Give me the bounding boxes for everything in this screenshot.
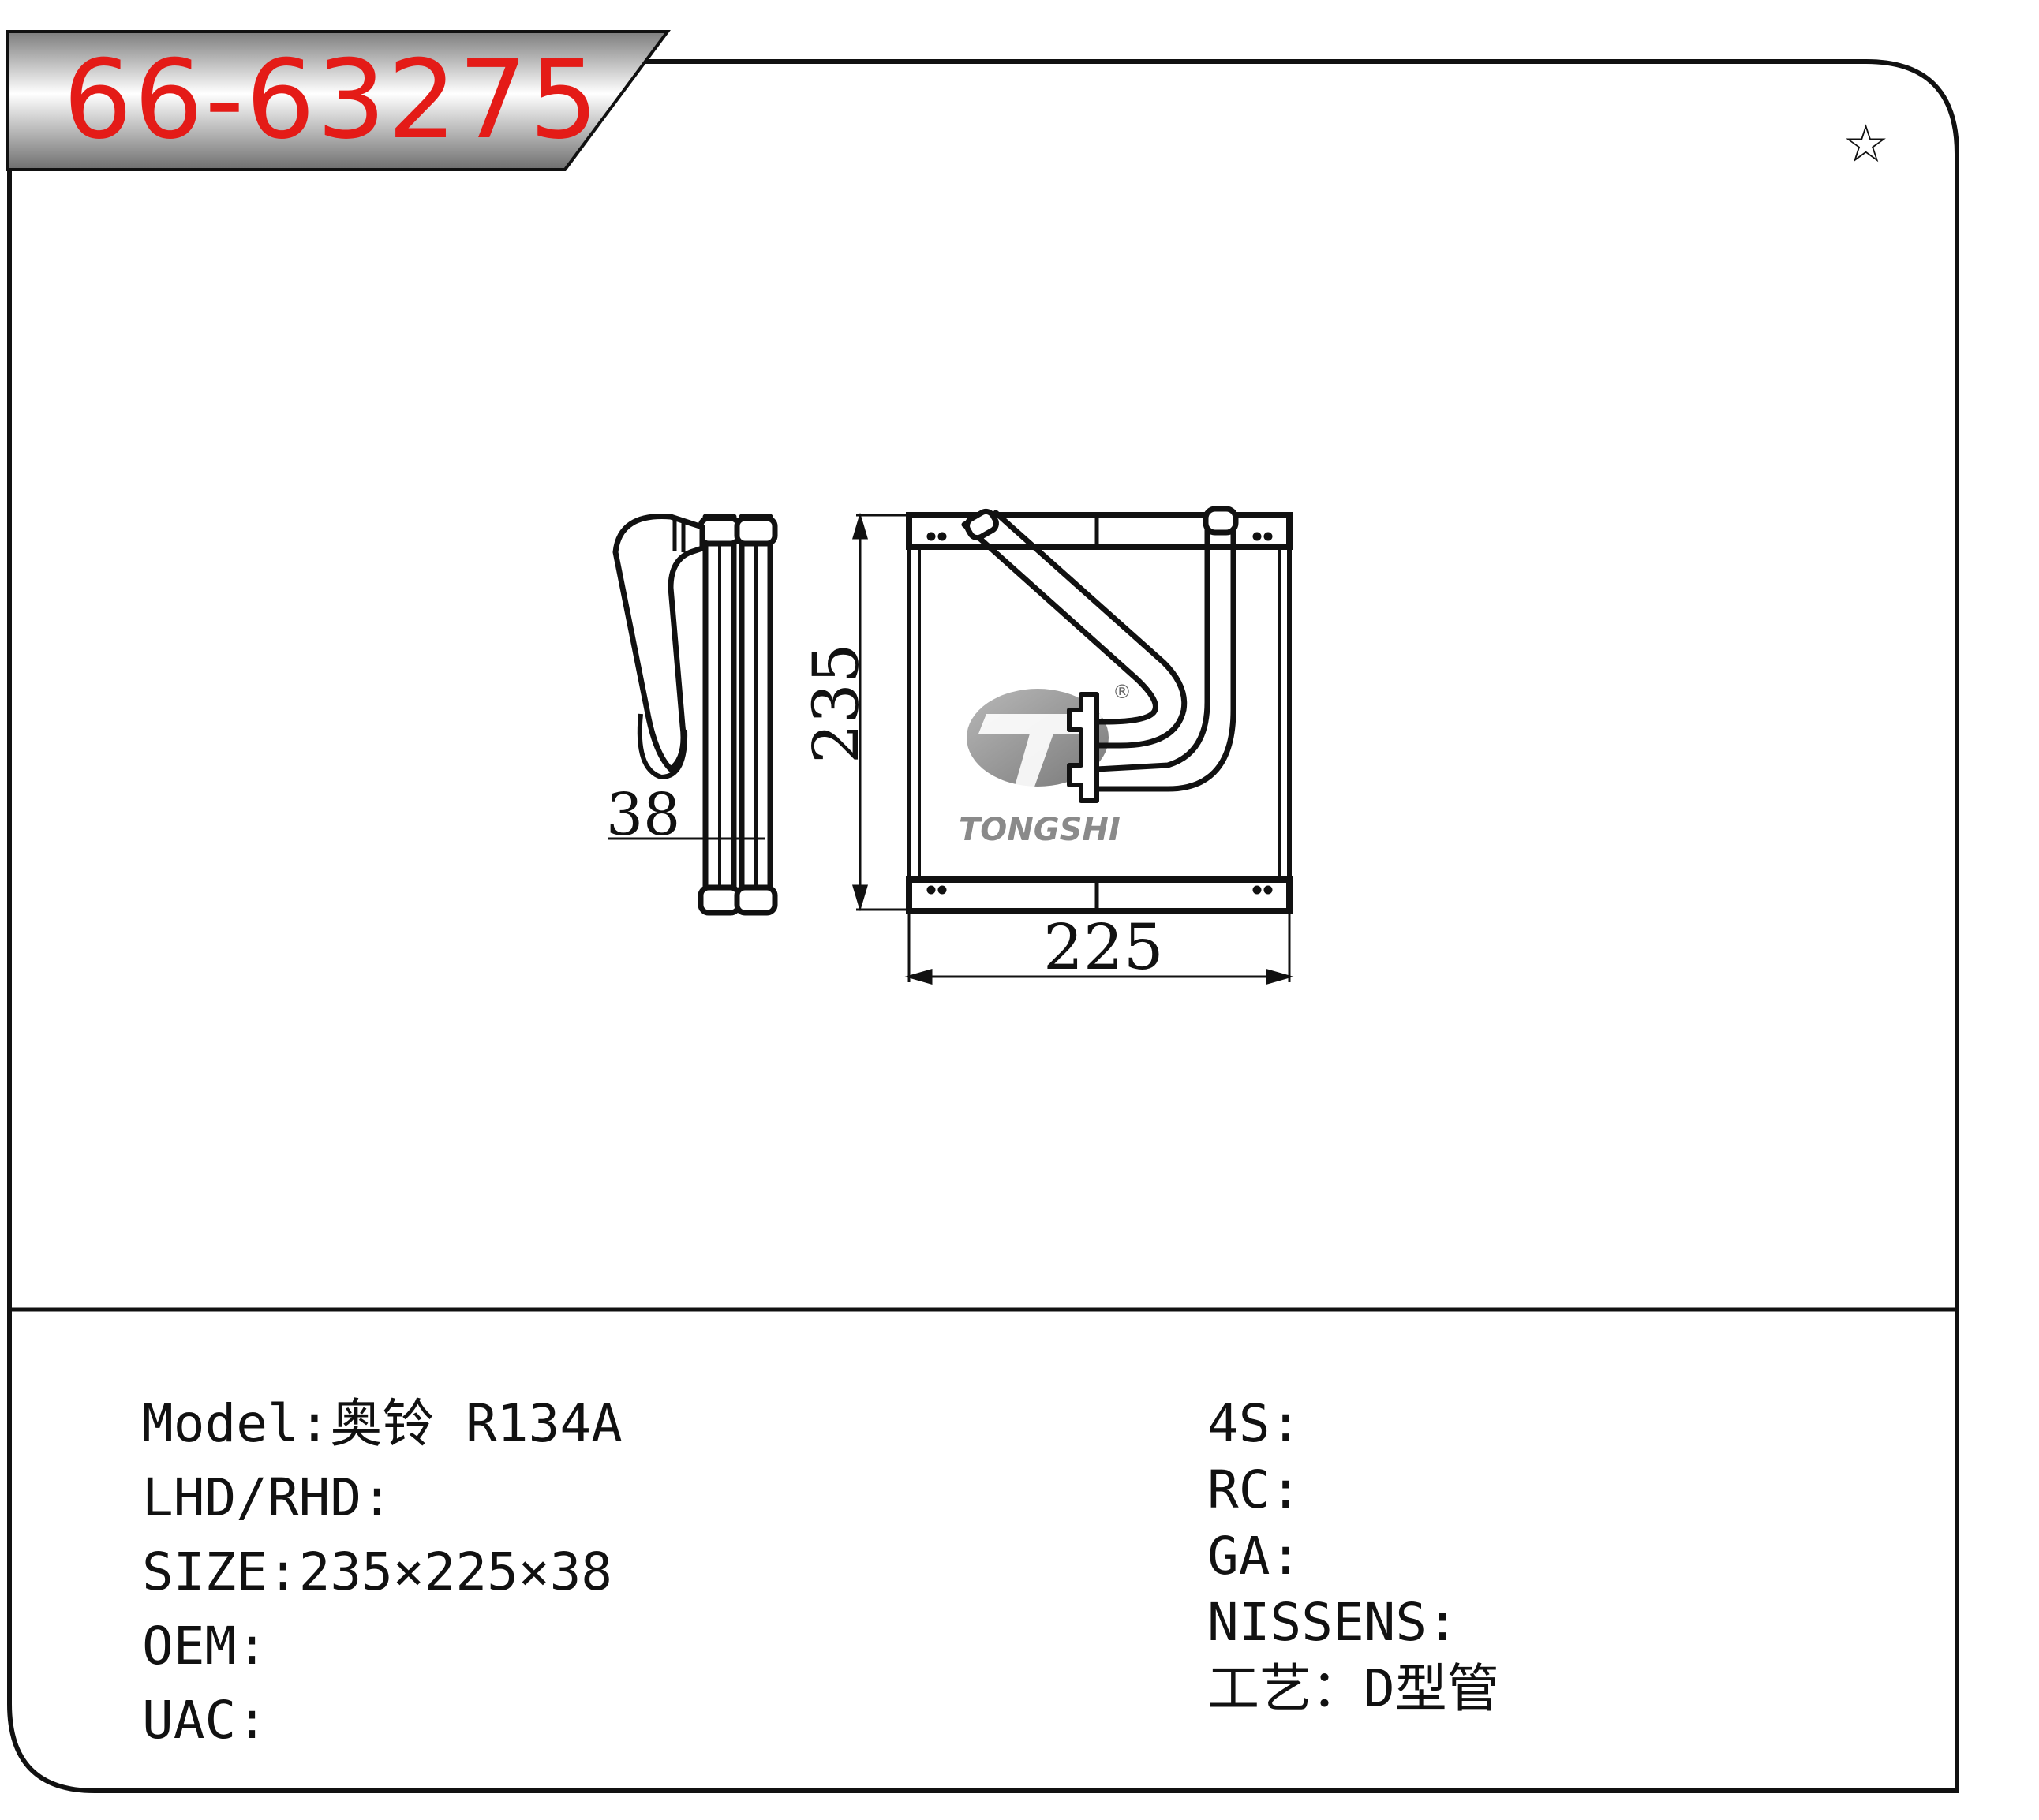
spec-ga: GA:	[1207, 1530, 1301, 1583]
spec-lhd-rhd: LHD/RHD:	[142, 1472, 393, 1524]
spec-model: Model:奥铃 R134A	[142, 1398, 623, 1450]
dim-235-label: 235	[799, 643, 873, 764]
side-view	[612, 514, 778, 916]
pipe-block	[1067, 692, 1099, 803]
spec-nissens-label: NISSENS:	[1207, 1592, 1458, 1653]
dim-38-label: 38	[606, 781, 680, 849]
spec-uac: UAC:	[142, 1695, 268, 1747]
part-number-banner	[6, 30, 671, 171]
spec-nissens: NISSENS:	[1207, 1597, 1458, 1649]
outer-border	[7, 59, 1959, 1793]
spec-oem: OEM:	[142, 1620, 268, 1672]
spec-process-label: 工艺：	[1207, 1658, 1364, 1719]
spec-process: 工艺：D型管	[1207, 1663, 1499, 1715]
spec-size-label: SIZE:	[142, 1542, 299, 1602]
dim-235	[851, 512, 907, 912]
spec-4s: 4S:	[1207, 1398, 1301, 1450]
part-number: 66-63275	[63, 36, 600, 163]
logo-text: TONGSHI	[959, 812, 1121, 848]
spec-lhd-rhd-label: LHD/RHD:	[142, 1467, 393, 1528]
spec-uac-label: UAC:	[142, 1690, 268, 1751]
spec-oem-label: OEM:	[142, 1616, 268, 1676]
dim-225	[904, 911, 1294, 985]
logo-registered-mark: ®	[1113, 681, 1132, 703]
spec-model-label: Model:	[142, 1393, 331, 1454]
dim-225-label: 225	[1043, 910, 1164, 984]
spec-rc: RC:	[1207, 1464, 1301, 1516]
spec-4s-label: 4S:	[1207, 1393, 1302, 1454]
spec-model-value: 奥铃 R134A	[330, 1393, 623, 1454]
front-pipes	[961, 506, 1239, 803]
outlet-pipe	[1094, 518, 1236, 792]
spec-size: SIZE:235×225×38	[142, 1546, 612, 1598]
bottom-header-tank	[906, 876, 1293, 914]
spec-ga-label: GA:	[1207, 1526, 1302, 1586]
side-pipe	[612, 514, 705, 772]
spec-size-value: 235×225×38	[298, 1542, 613, 1602]
spec-process-value: D型管	[1364, 1658, 1499, 1719]
star-icon: ☆	[1843, 114, 1889, 174]
spec-rc-label: RC:	[1207, 1459, 1302, 1520]
